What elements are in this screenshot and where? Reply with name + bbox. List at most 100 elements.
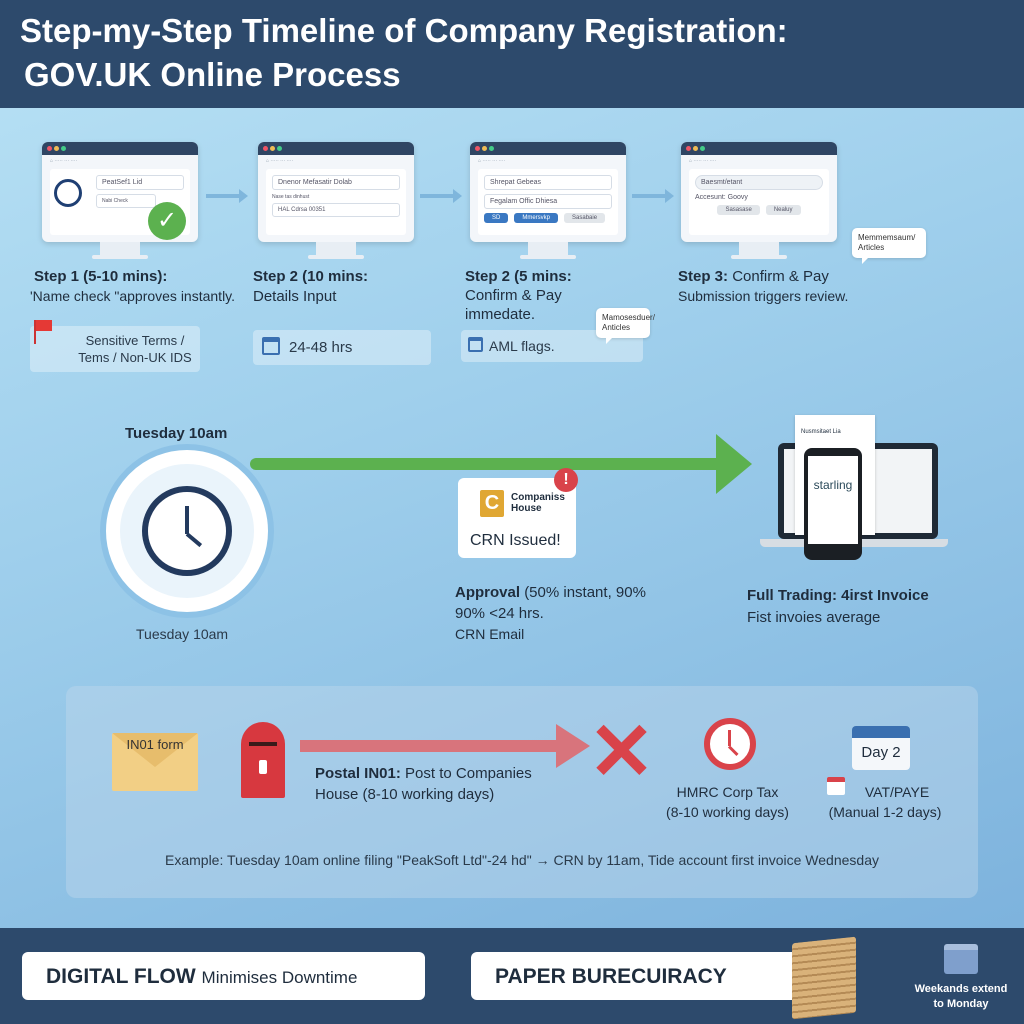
arrow-right-icon — [206, 189, 248, 203]
digital-bold: DIGITAL FLOW — [46, 965, 196, 988]
calendar-day-icon: Day 2 — [852, 726, 910, 770]
company-name-field: PeatSef1 Lid — [96, 175, 184, 190]
page-subtitle: GOV.UK Online Process — [24, 56, 401, 93]
screen-field: Dnenor Mefasatir Dolab — [272, 175, 400, 190]
step2b-title: Step 2 (5 mins: — [465, 268, 572, 285]
screen-field: Nase tas dinhust — [272, 194, 310, 200]
digital-rest: Minimises Downtime — [201, 968, 358, 987]
vat-line: (Manual 1-2 days) — [828, 804, 942, 820]
step1-desc: 'Name check "approves instantly. — [30, 288, 236, 304]
alert-badge: ! — [554, 468, 578, 492]
paper-box: PAPER BURECUIRACY — [471, 952, 801, 1000]
postal-rest: Post to Companies — [405, 765, 532, 782]
approval-bold: Approval — [455, 584, 521, 601]
step2b-desc: Confirm & Pay immedate. — [465, 286, 562, 324]
trading-text: Full Trading: 4irst Invoice Fist invoies… — [747, 585, 929, 629]
header-banner: Step-my-Step Timeline of Company Registr… — [0, 0, 1024, 108]
cart-field: Accesunt: Goovy — [695, 194, 748, 201]
postal-line: House (8-10 working days) — [315, 786, 495, 803]
screen-field: Shrepat Gebeas — [484, 175, 612, 190]
step2-note: 24-48 hrs — [253, 330, 431, 365]
weekend-note: Weekands extend to Monday — [906, 982, 1016, 1012]
cross-icon: ✕ — [588, 707, 656, 796]
desc-line: immedate. — [465, 306, 536, 323]
arrow-head-icon — [716, 434, 752, 494]
green-arrow — [250, 458, 720, 470]
hmrc-line: (8-10 working days) — [666, 804, 789, 820]
approval-line: CRN Email — [455, 626, 525, 642]
page-title: Step-my-Step Timeline of Company Registr… — [20, 12, 788, 49]
articles-bubble: Memmemsaum/ Articles — [852, 228, 926, 264]
screen-button: Nealuy — [765, 205, 801, 215]
clock-icon — [54, 179, 82, 207]
screen-field: HAL Cdrsa 00351 — [272, 203, 400, 217]
screen-button: Sasabaie — [564, 213, 606, 223]
articles-bubble: Mamosesduer/ Anticles — [596, 308, 655, 344]
screen-button: Mmersvkp — [514, 213, 559, 223]
calendar-icon — [944, 944, 978, 974]
calendar-icon — [468, 337, 483, 352]
crn-issued-text: CRN Issued! — [470, 532, 561, 549]
logo-text: Companiss House — [511, 492, 565, 514]
digital-flow-box: DIGITAL FLOW Minimises Downtime — [22, 952, 425, 1000]
step2-desc: Details Input — [253, 288, 337, 305]
weekend-line: Weekands extend — [914, 983, 1008, 995]
check-icon: ✓ — [148, 202, 186, 240]
hmrc-line: HMRC Corp Tax — [676, 784, 779, 800]
hmrc-text: HMRC Corp Tax (8-10 working days) — [655, 782, 800, 822]
calendar-label: Day 2 — [861, 744, 901, 761]
postal-text: Postal IN01: Post to Companies House (8-… — [315, 763, 532, 805]
screen-field: Fegalam Offic Dhiesa — [484, 194, 612, 209]
envelope-label: IN01 form — [126, 737, 184, 752]
postbox-icon — [241, 722, 285, 798]
vat-text: VAT/PAYE (Manual 1-2 days) — [815, 782, 955, 822]
arrow-head-icon — [556, 724, 590, 768]
weekend-line: to Monday — [933, 998, 989, 1010]
screen-field: Baesmt/etant — [695, 175, 823, 190]
start-time-label: Tuesday 10am — [125, 425, 228, 442]
devices-illustration: Nusmsitaet Lia starling — [760, 415, 950, 565]
name-check-field: Nabi Check — [96, 194, 156, 208]
step3-title: Step 3: Confirm & Pay — [678, 268, 829, 285]
bank-brand: starling — [808, 456, 858, 544]
title-bold: Step 3: — [678, 268, 729, 285]
step1-note: Sensitive Terms / Tems / Non-UK IDS — [30, 326, 200, 372]
clock-ring-icon — [106, 450, 268, 612]
trading-line: Fist invoies average — [747, 609, 881, 626]
start-time-bottom: Tuesday 10am — [136, 626, 229, 642]
note-text: Sensitive Terms / Tems / Non-UK IDS — [78, 333, 192, 365]
calendar-icon — [827, 777, 845, 795]
approval-text: Approval (50% instant, 90% 90% <24 hrs. … — [455, 582, 646, 645]
screen-button: Sasasase — [717, 205, 760, 215]
step1-title: Step 1 (5-10 mins): — [34, 268, 168, 285]
flag-icon — [34, 320, 52, 344]
desc-line: Confirm & Pay — [465, 287, 562, 304]
postal-panel — [66, 686, 978, 898]
companies-house-logo: C — [480, 490, 504, 517]
title-rest: Confirm & Pay — [732, 268, 829, 285]
footer: DIGITAL FLOW Minimises Downtime PAPER BU… — [0, 928, 1024, 1024]
postal-bold: Postal IN01: — [315, 765, 401, 782]
red-arrow — [300, 740, 560, 752]
paper-label: PAPER BURECUIRACY — [495, 965, 727, 988]
screen-button: SD — [484, 213, 509, 223]
crn-card: C Companiss House CRN Issued! ! — [458, 468, 578, 558]
monitor-step1: ⌂ ····· ··· ···· PeatSef1 Lid Nabi Check… — [42, 142, 198, 259]
clock-icon — [704, 718, 756, 770]
envelope-icon: IN01 form — [112, 733, 198, 791]
example-text: Example: Tuesday 10am online filing "Pea… — [165, 852, 879, 868]
approval-line: 90% <24 hrs. — [455, 605, 544, 622]
note-text: AML flags. — [489, 338, 555, 354]
arrow-right-icon — [420, 189, 462, 203]
step3-desc: Submission triggers review. — [678, 288, 849, 304]
paper-stack-icon — [792, 936, 856, 1020]
phone: starling — [804, 448, 862, 560]
note-text: 24-48 hrs — [289, 339, 353, 356]
step2-title: Step 2 (10 mins: — [253, 268, 369, 285]
trading-line: Full Trading: 4irst Invoice — [747, 587, 929, 604]
vat-line: VAT/PAYE — [864, 784, 930, 800]
arrow-right-icon — [632, 189, 674, 203]
